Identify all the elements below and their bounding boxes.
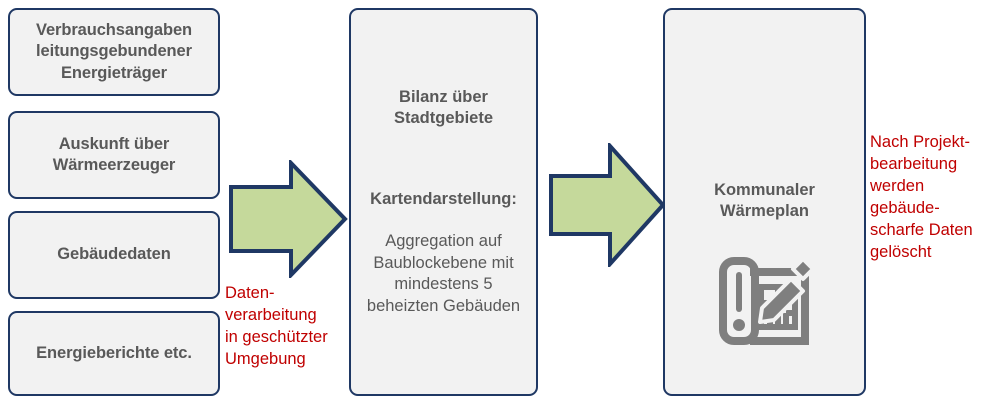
input-box-label: Energieberichte etc. — [36, 343, 192, 362]
input-box-label: Auskunft über Wärmeerzeuger — [52, 134, 176, 174]
note-datenloeschung: Nach Projekt- bearbeitung werden gebäude… — [870, 133, 973, 261]
process-box-content: Bilanz über Stadtgebiete Kartendarstellu… — [351, 66, 536, 339]
process-body: Aggregation auf Baublockebene mit mindes… — [366, 232, 521, 315]
blueprint-pencil-icon — [717, 255, 815, 353]
process-subheading: Kartendarstellung: — [370, 189, 517, 208]
process-box-bilanz[interactable]: Bilanz über Stadtgebiete Kartendarstellu… — [349, 8, 538, 396]
input-box-verbrauchsangaben[interactable]: Verbrauchsangaben leitungsgebundener Ene… — [8, 8, 220, 96]
input-box-label: Gebäudedaten — [57, 245, 171, 264]
input-box-label: Verbrauchsangaben leitungsgebundener Ene… — [35, 21, 193, 82]
input-box-energieberichte[interactable]: Energieberichte etc. — [8, 311, 220, 396]
arrow-process-to-output — [548, 140, 666, 272]
note-datenverarbeitung: Daten- verarbeitung in geschützter Umgeb… — [225, 284, 328, 368]
arrow-inputs-to-process — [228, 158, 348, 283]
output-box-label: Kommunaler Wärmeplan — [714, 181, 815, 221]
input-box-gebaeudedaten[interactable]: Gebäudedaten — [8, 211, 220, 299]
spacer — [357, 151, 530, 168]
input-box-auskunft-waermeerzeuger[interactable]: Auskunft über Wärmeerzeuger — [8, 111, 220, 199]
output-box-content: Kommunaler Wärmeplan — [665, 10, 864, 394]
output-box-waermeplan[interactable]: Kommunaler Wärmeplan — [663, 8, 866, 396]
process-heading: Bilanz über Stadtgebiete — [393, 87, 494, 128]
